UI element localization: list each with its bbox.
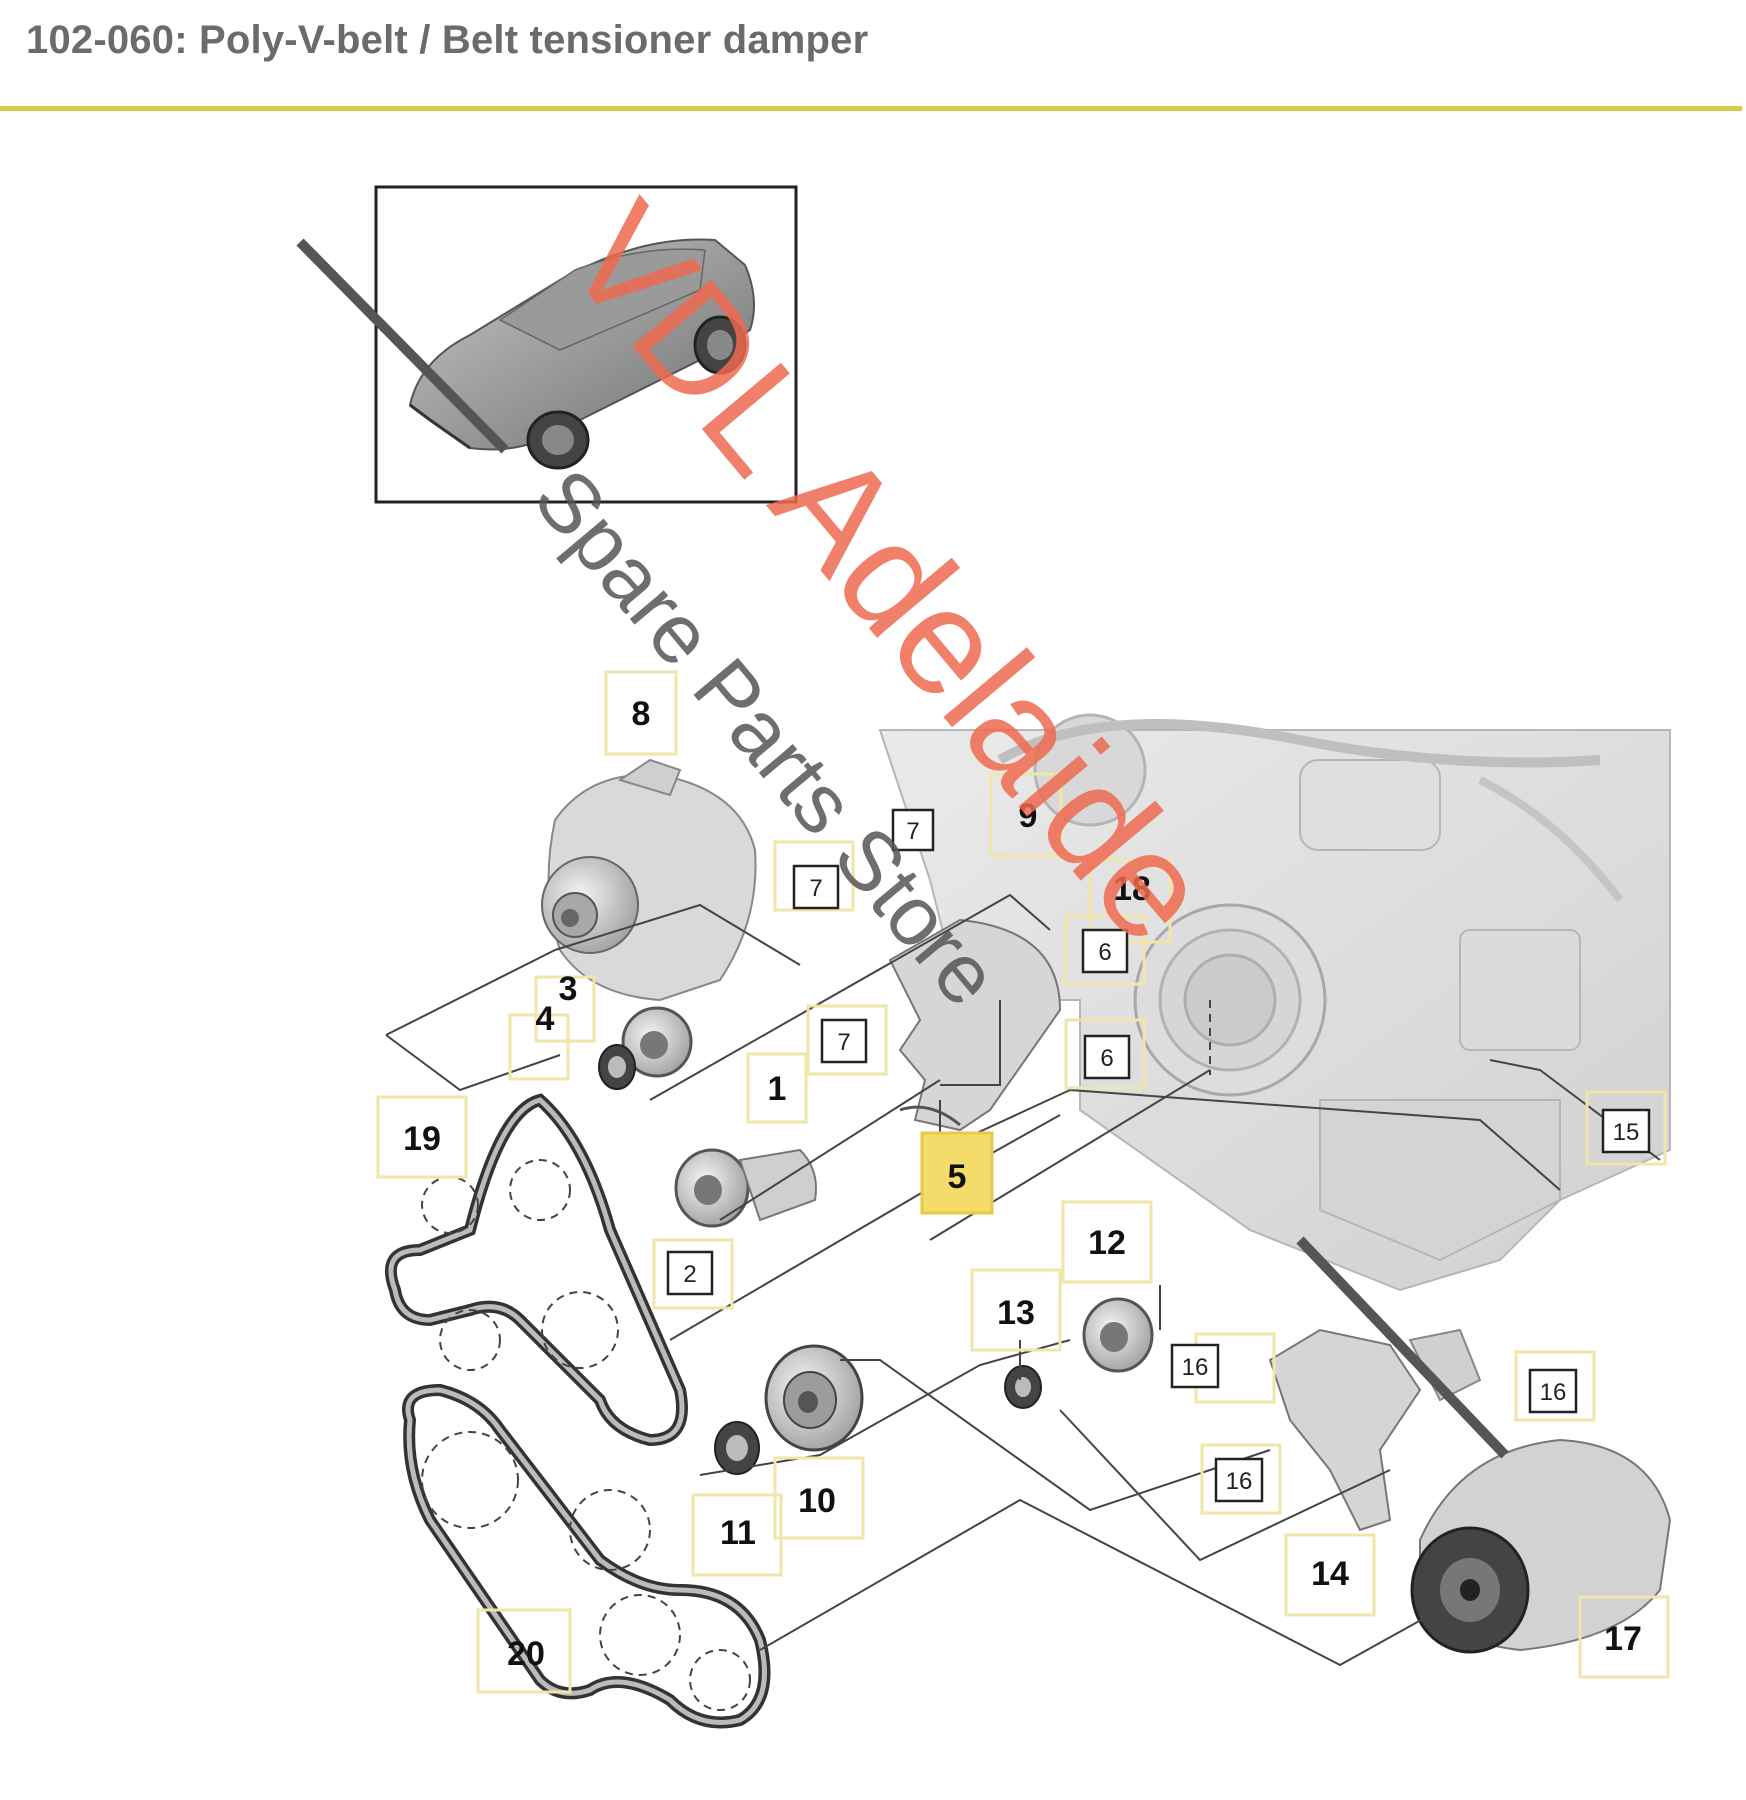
vehicle-icon bbox=[408, 238, 755, 470]
assembly-leader-lines bbox=[385, 893, 1661, 1667]
boxed-callout-6: 6 bbox=[1100, 1045, 1113, 1072]
page-title: 102-060: Poly-V-belt / Belt tensioner da… bbox=[26, 18, 869, 62]
boxed-callout-15: 15 bbox=[1613, 1119, 1640, 1146]
tensioner-bracket bbox=[888, 918, 1062, 1132]
header-divider bbox=[0, 106, 1742, 111]
callout-4: 4 bbox=[536, 1000, 555, 1038]
watermark-stroke-left bbox=[296, 238, 509, 454]
callout-3: 3 bbox=[559, 970, 578, 1008]
callout-19: 19 bbox=[403, 1120, 441, 1158]
idler-pulley-12 bbox=[1004, 1297, 1154, 1409]
vehicle-thumbnail bbox=[374, 185, 798, 504]
boxed-callout-7: 7 bbox=[809, 875, 822, 902]
callout-20: 20 bbox=[507, 1635, 545, 1673]
pulley-placeholders bbox=[421, 1159, 751, 1711]
boxed-callout-2: 2 bbox=[683, 1261, 696, 1288]
boxed-callout-7: 7 bbox=[906, 818, 919, 845]
boxed-callout-16: 16 bbox=[1182, 1354, 1209, 1381]
alternator bbox=[541, 758, 757, 1002]
callout-8: 8 bbox=[632, 695, 651, 733]
callout-1: 1 bbox=[768, 1070, 787, 1108]
callout-17: 17 bbox=[1604, 1620, 1642, 1658]
watermark-stroke-right bbox=[1296, 1236, 1509, 1459]
callout-numbers: 8 9 18 3 4 1 19 5 12 13 10 11 14 17 20 bbox=[403, 695, 1642, 1673]
idler-pulley-10 bbox=[714, 1344, 864, 1475]
callout-11: 11 bbox=[720, 1514, 756, 1552]
boxed-callout-6: 6 bbox=[1098, 939, 1111, 966]
callout-10: 10 bbox=[798, 1482, 836, 1520]
boxed-callouts: 7 7 6 6 7 2 15 16 16 16 bbox=[666, 808, 1651, 1503]
boxed-callout-16: 16 bbox=[1226, 1468, 1253, 1495]
callout-12: 12 bbox=[1088, 1224, 1126, 1262]
callout-frames bbox=[376, 670, 1670, 1694]
belt-tensioner-1 bbox=[674, 1148, 817, 1228]
page-header: 102-060: Poly-V-belt / Belt tensioner da… bbox=[0, 0, 1746, 112]
poly-v-belt-20 bbox=[402, 1383, 771, 1729]
callout-5: 5 bbox=[948, 1158, 967, 1196]
callout-9: 9 bbox=[1019, 797, 1038, 835]
boxed-callout-7: 7 bbox=[837, 1029, 850, 1056]
compressor-bracket bbox=[1268, 1328, 1482, 1532]
callout-14: 14 bbox=[1311, 1555, 1349, 1593]
idler-pulley-3 bbox=[598, 1006, 693, 1090]
highlighted-callout-frame bbox=[920, 1131, 994, 1215]
boxed-callout-16: 16 bbox=[1540, 1379, 1567, 1406]
callout-18: 18 bbox=[1113, 870, 1151, 908]
callout-13: 13 bbox=[997, 1294, 1035, 1332]
engine-block bbox=[878, 713, 1671, 1292]
